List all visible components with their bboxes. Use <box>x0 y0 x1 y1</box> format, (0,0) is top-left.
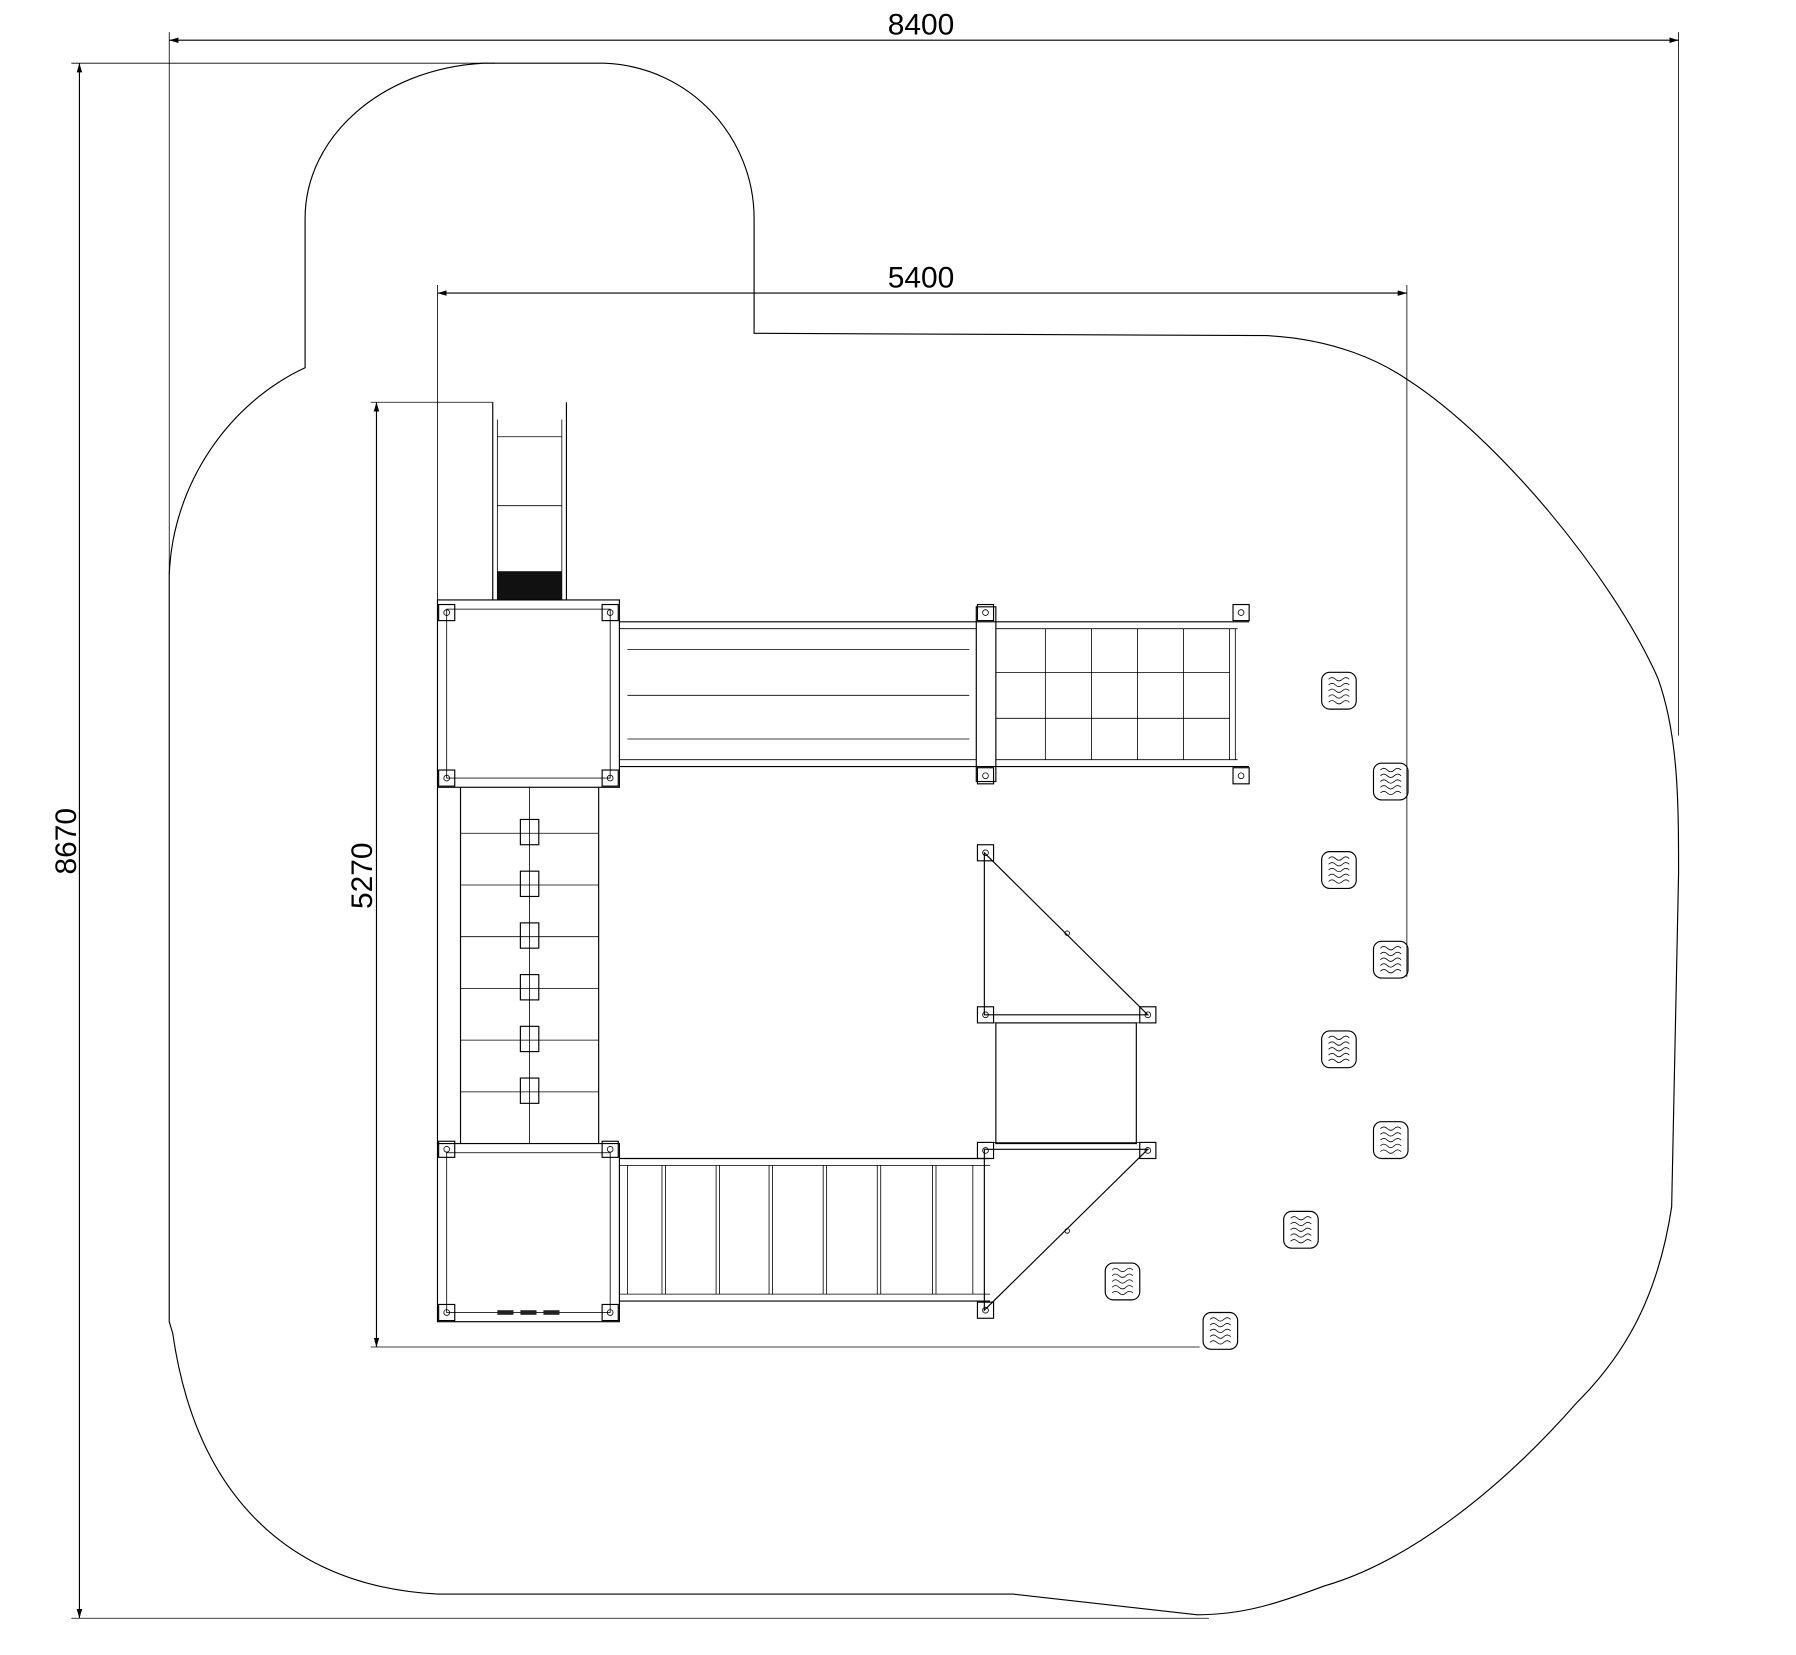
ladder-grip <box>519 818 540 846</box>
post-bolt <box>1139 1141 1157 1160</box>
post-bolt <box>976 1141 995 1160</box>
post-bolt <box>976 1301 995 1319</box>
post-bolt <box>601 1140 619 1158</box>
post-bolt <box>976 603 995 622</box>
stepping-stone <box>1372 1121 1409 1160</box>
rope-bridge-top <box>619 621 977 768</box>
stepping-stones <box>1104 671 1409 1350</box>
stepping-stone <box>1104 1262 1141 1301</box>
post-bolt <box>1139 1006 1157 1024</box>
post-bolt <box>438 769 456 787</box>
post-bolt <box>976 1006 995 1024</box>
post-bolt <box>976 767 995 785</box>
tower-platform-bottom <box>436 1142 620 1323</box>
post-bolt <box>1232 767 1250 785</box>
stepping-stone <box>1321 1030 1357 1069</box>
post-bolt <box>438 603 456 622</box>
ladder-grip <box>519 922 540 949</box>
triangle-panel-bottom <box>983 1142 1150 1312</box>
post-bolt <box>976 844 995 862</box>
dimension-overall-width: 8400 <box>168 9 1679 736</box>
stepping-stone <box>1202 1311 1239 1350</box>
connector-panel <box>995 1022 1137 1145</box>
stepping-stone <box>1372 762 1409 801</box>
horizontal-ladder <box>436 787 600 1144</box>
post-bolt <box>601 769 619 787</box>
bridge-bottom <box>619 1157 991 1302</box>
safety-zone-boundary <box>168 62 1680 1616</box>
stepping-stone <box>1321 851 1357 889</box>
post-bolt <box>438 1140 456 1158</box>
dimension-label-5400: 5400 <box>888 261 955 294</box>
climbing-net-section <box>975 606 1250 783</box>
slide <box>492 402 568 600</box>
dimension-structure-width: 5400 <box>437 261 1408 977</box>
post-bolt <box>1232 603 1250 622</box>
post-bolt <box>601 603 619 622</box>
ladder-grip <box>519 974 540 1001</box>
stepping-stone <box>1372 940 1409 979</box>
dimension-label-8670: 8670 <box>50 808 83 874</box>
stepping-stone <box>1283 1210 1319 1249</box>
ladder-grip <box>519 1025 540 1053</box>
dimension-label-5270: 5270 <box>346 843 379 909</box>
post-bolt <box>438 1303 456 1322</box>
ladder-grip <box>519 870 540 898</box>
post-bolt <box>601 1303 619 1322</box>
triangle-panel-top <box>983 851 1150 1024</box>
dimension-structure-depth: 5270 <box>346 401 1200 1348</box>
ladder-grip <box>519 1077 540 1104</box>
dimension-label-8400: 8400 <box>888 9 955 42</box>
tower-platform-top <box>436 599 620 788</box>
stepping-stone <box>1321 671 1357 710</box>
play-structure <box>436 599 1250 1323</box>
dimension-overall-depth: 8670 <box>50 62 1209 1619</box>
